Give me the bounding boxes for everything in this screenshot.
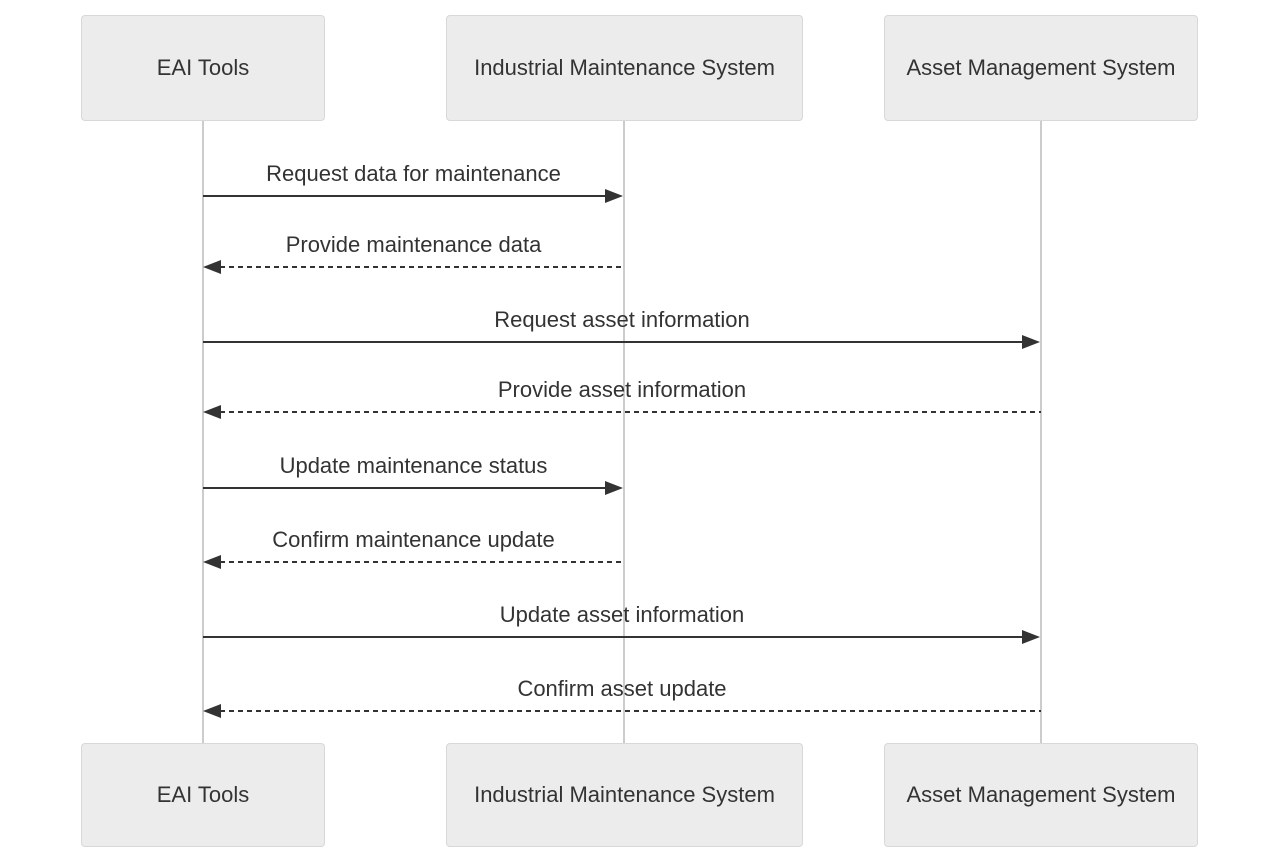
message-line (220, 411, 1041, 413)
participant-label: Asset Management System (906, 782, 1176, 807)
lifeline-eai-tools (202, 121, 204, 743)
participant-box-eai-tools-top: EAI Tools (81, 15, 325, 121)
message-line (203, 636, 1023, 638)
message-line (220, 710, 1041, 712)
message-label: Update asset information (499, 602, 745, 627)
message-label: Update maintenance status (279, 453, 548, 478)
arrowhead-right-icon (605, 189, 623, 203)
message-label: Request asset information (494, 307, 750, 332)
participant-label: EAI Tools (156, 782, 250, 807)
message-line (203, 195, 606, 197)
participant-label: Asset Management System (906, 55, 1176, 80)
message-line (203, 487, 606, 489)
message-line (220, 561, 624, 563)
participant-box-industrial-maintenance-system-bottom: Industrial Maintenance System (446, 743, 803, 847)
message-line (220, 266, 624, 268)
message-label: Confirm asset update (517, 676, 727, 701)
message-line (203, 341, 1023, 343)
arrowhead-left-icon (203, 704, 221, 718)
arrowhead-left-icon (203, 405, 221, 419)
participant-box-asset-management-system-top: Asset Management System (884, 15, 1198, 121)
participant-box-eai-tools-bottom: EAI Tools (81, 743, 325, 847)
arrowhead-right-icon (1022, 630, 1040, 644)
lifeline-industrial-maintenance-system (623, 121, 625, 743)
participant-box-asset-management-system-bottom: Asset Management System (884, 743, 1198, 847)
arrowhead-left-icon (203, 555, 221, 569)
lifeline-asset-management-system (1040, 121, 1042, 743)
arrowhead-right-icon (605, 481, 623, 495)
message-label: Confirm maintenance update (272, 527, 555, 552)
participant-label: EAI Tools (156, 55, 250, 80)
participant-label: Industrial Maintenance System (474, 55, 775, 80)
participant-label: Industrial Maintenance System (474, 782, 775, 807)
arrowhead-right-icon (1022, 335, 1040, 349)
arrowhead-left-icon (203, 260, 221, 274)
message-label: Provide maintenance data (285, 232, 542, 257)
message-label: Provide asset information (497, 377, 747, 402)
message-label: Request data for maintenance (266, 161, 561, 186)
participant-box-industrial-maintenance-system-top: Industrial Maintenance System (446, 15, 803, 121)
